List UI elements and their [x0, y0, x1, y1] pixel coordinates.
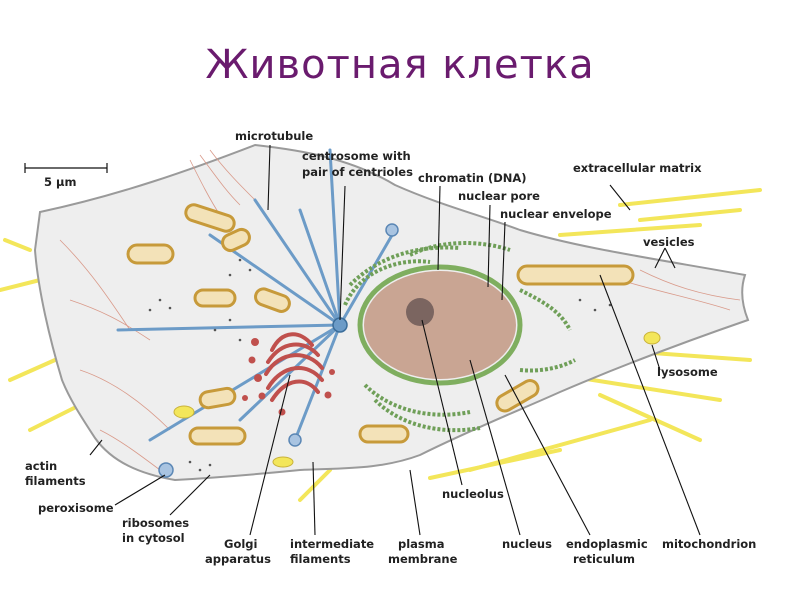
label-plasma-line1: plasma [398, 537, 445, 551]
label-actin-line1: actin [25, 459, 57, 473]
label-lysosome: lysosome [657, 365, 718, 379]
label-chromatin: chromatin (DNA) [418, 171, 527, 185]
nucleus [364, 271, 516, 379]
peroxisome [159, 463, 173, 477]
scale-bar: 5 μm [25, 163, 107, 189]
label-ribosomes-line1: ribosomes [122, 516, 189, 530]
label-er-line1: endoplasmic [566, 537, 648, 551]
label-vesicles: vesicles [643, 235, 695, 249]
label-golgi-line1: Golgi [224, 537, 257, 551]
label-ribosomes-line2: in cytosol [122, 531, 185, 545]
label-nuclear-envelope: nuclear envelope [500, 207, 612, 221]
label-extracellular-matrix: extracellular matrix [573, 161, 702, 175]
centrosome [333, 318, 347, 332]
label-centrosome-line1: centrosome with [302, 149, 411, 163]
label-nuclear-pore: nuclear pore [458, 189, 540, 203]
label-mitochondrion: mitochondrion [662, 537, 756, 551]
label-golgi-line2: apparatus [205, 552, 271, 566]
label-nucleus: nucleus [502, 537, 552, 551]
label-nucleolus: nucleolus [442, 487, 504, 501]
label-er-line2: reticulum [573, 552, 635, 566]
nucleolus [406, 298, 434, 326]
label-plasma-line2: membrane [388, 552, 458, 566]
vesicle-lower [289, 434, 301, 446]
vesicle-upper [386, 224, 398, 236]
label-intermediate-line2: filaments [290, 552, 351, 566]
label-peroxisome: peroxisome [38, 501, 114, 515]
label-microtubule: microtubule [235, 129, 313, 143]
label-intermediate-line1: intermediate [290, 537, 374, 551]
scale-bar-label: 5 μm [44, 175, 76, 189]
label-actin-line2: filaments [25, 474, 86, 488]
label-centrosome-line2: pair of centrioles [302, 165, 413, 179]
